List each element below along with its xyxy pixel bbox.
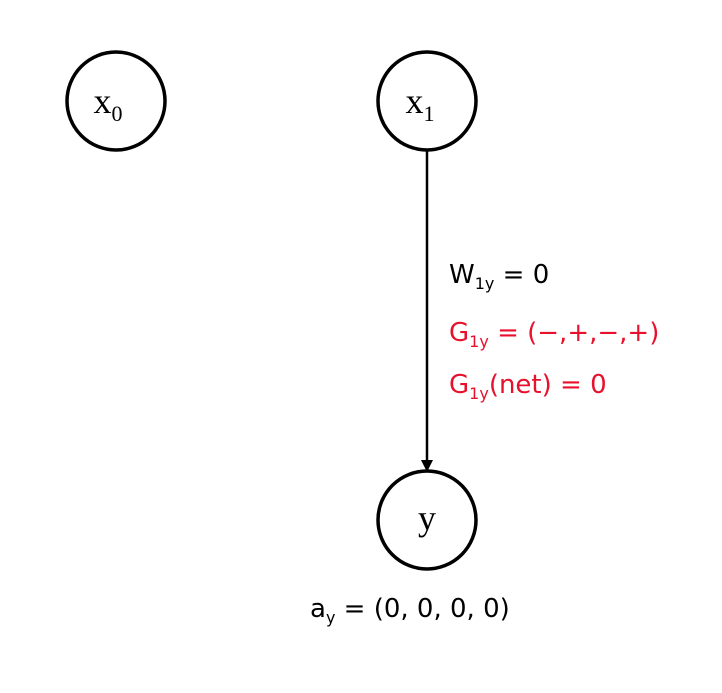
node-x1-subscript: 1: [424, 101, 435, 126]
edge-gradient-rest: = (−,+,−,+): [489, 318, 660, 348]
node-x1-base: x: [406, 81, 424, 121]
node-x1-label: x1: [406, 81, 435, 126]
node-y-circle: [376, 469, 478, 571]
node-x0-base: x: [94, 81, 112, 121]
edge-gradient-subscript: 1y: [469, 332, 489, 351]
edge-weight-subscript: 1y: [475, 274, 495, 293]
node-x0-circle: [65, 50, 167, 152]
edge-gradient-net-rest: (net) = 0: [489, 370, 607, 400]
output-activation-base: a: [310, 594, 326, 624]
node-x0-label: x0: [94, 81, 123, 126]
edge-gradient-net-base: G: [449, 370, 469, 400]
output-activation-rest: = (0, 0, 0, 0): [335, 594, 509, 624]
edge-gradient-net-subscript: 1y: [469, 384, 489, 403]
node-x0-subscript: 0: [112, 101, 123, 126]
edge-weight-rest: = 0: [494, 260, 549, 290]
edge-weight-label: W1y = 0: [449, 260, 549, 293]
edge-gradient-label: G1y = (−,+,−,+): [449, 318, 659, 351]
node-x0: x0: [65, 50, 167, 152]
node-y: y: [376, 469, 478, 571]
edge-gradient-net-label: G1y(net) = 0: [449, 370, 607, 403]
edge-gradient-base: G: [449, 318, 469, 348]
output-activation-label: ay = (0, 0, 0, 0): [310, 594, 510, 627]
edge-weight-base: W: [449, 260, 475, 290]
node-x1: x1: [376, 50, 478, 152]
output-activation-subscript: y: [326, 608, 335, 627]
node-y-label: y: [418, 498, 436, 538]
